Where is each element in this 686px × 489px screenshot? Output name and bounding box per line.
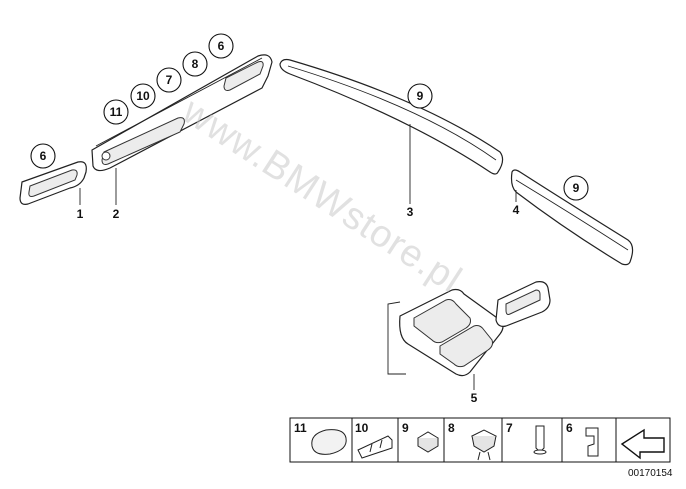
diagram-id: 00170154 (628, 468, 673, 479)
callout-part1-1 (30, 143, 56, 169)
part-number-1: 1 (77, 207, 84, 221)
callout-part2-2-label: 10 (136, 89, 150, 103)
expanding-clip-icon (471, 429, 497, 461)
legend-label-7: 7 (506, 421, 513, 435)
part-2-trim[interactable] (91, 54, 273, 172)
callout-part1-1-label: 6 (40, 149, 47, 163)
callout-part2-5 (208, 33, 234, 59)
callout-part3-label: 9 (417, 89, 424, 103)
bracket-clip-icon (357, 435, 393, 459)
legend-label-11: 11 (294, 421, 307, 435)
direction-arrow-icon (620, 428, 665, 460)
callout-part2-4-label: 8 (192, 57, 199, 71)
callout-part2-3-label: 7 (166, 73, 173, 87)
callout-part3 (407, 83, 433, 109)
square-clip-icon (417, 431, 439, 453)
callout-part4-label: 9 (573, 181, 580, 195)
part-1-trim[interactable] (19, 161, 87, 205)
cap-icon (311, 429, 347, 455)
callout-part2-4 (182, 51, 208, 77)
part-5-console-trim[interactable] (387, 281, 551, 377)
callout-part2-1-label: 11 (110, 105, 123, 119)
legend-label-9: 9 (402, 421, 409, 435)
part-number-4: 4 (513, 203, 520, 217)
screw-pin-icon (533, 425, 547, 455)
part-4-strip[interactable] (510, 169, 634, 266)
legend-label-10: 10 (355, 421, 369, 435)
callouts-part-2: 11 10 7 8 6 (103, 33, 234, 125)
fastener-legend: 11 10 9 8 7 6 (289, 417, 671, 463)
legend-label-6: 6 (566, 421, 573, 435)
callout-part2-5-label: 6 (218, 39, 225, 53)
part-3-strip[interactable] (279, 58, 504, 175)
legend-label-8: 8 (448, 421, 455, 435)
part-number-5: 5 (471, 391, 478, 405)
callout-part2-2 (130, 83, 156, 109)
callout-part4 (563, 175, 589, 201)
part-number-3: 3 (407, 205, 414, 219)
part-number-2: 2 (113, 207, 120, 221)
spring-clip-icon (585, 427, 599, 457)
callout-part2-3 (156, 67, 182, 93)
callout-part2-1 (103, 99, 129, 125)
